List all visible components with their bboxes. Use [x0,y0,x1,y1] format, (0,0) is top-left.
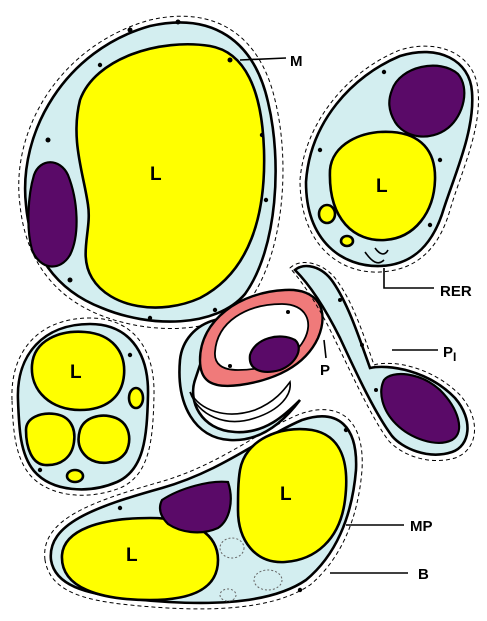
label-lipid-1: L [150,164,162,185]
label-rer: RER [440,283,472,300]
adipocyte-top-right [300,46,478,272]
label-m: M [290,53,303,70]
organelle [128,353,132,357]
organelle [298,588,302,592]
organelle [148,316,152,320]
label-p1-sub: I [453,350,456,364]
small-lipid-droplet [129,388,143,408]
label-lipid-4: L [280,484,292,505]
organelle [98,63,102,67]
organelle [374,388,378,392]
organelle [46,138,51,143]
organelle [438,158,442,162]
organelle [38,468,42,472]
label-lipid-5: L [126,545,138,566]
organelle [382,70,386,74]
organelle [286,310,290,314]
organelle [128,28,133,33]
label-p1: PI [443,344,456,364]
pericyte-sheath [190,382,290,421]
organelle [68,278,73,283]
lipid-droplet [76,44,264,307]
leader-p [324,340,326,358]
organelle [360,343,364,347]
label-lipid-2: L [376,176,388,197]
leader-rer [384,268,434,288]
organelle [338,298,342,302]
label-mp: MP [410,518,433,535]
lipid-droplet-small-a [26,414,74,465]
label-p: P [320,362,330,379]
organelle [260,133,264,137]
label-p1-main: P [443,344,453,361]
small-lipid-droplet [319,205,335,223]
organelle [228,364,232,368]
label-b: B [418,566,429,583]
small-lipid-droplet [341,236,353,246]
adipocyte-left-middle [12,318,154,495]
organelle [264,198,268,202]
organelle [318,148,322,152]
organelle [213,308,217,312]
organelle [428,223,432,227]
organelle [176,20,181,25]
nucleus [28,162,76,266]
organelle [344,428,348,432]
label-lipid-3: L [70,362,82,383]
lipid-droplet-small-b [79,416,130,463]
organelle [118,506,122,510]
small-lipid-droplet [67,470,83,482]
organelle [228,58,233,63]
